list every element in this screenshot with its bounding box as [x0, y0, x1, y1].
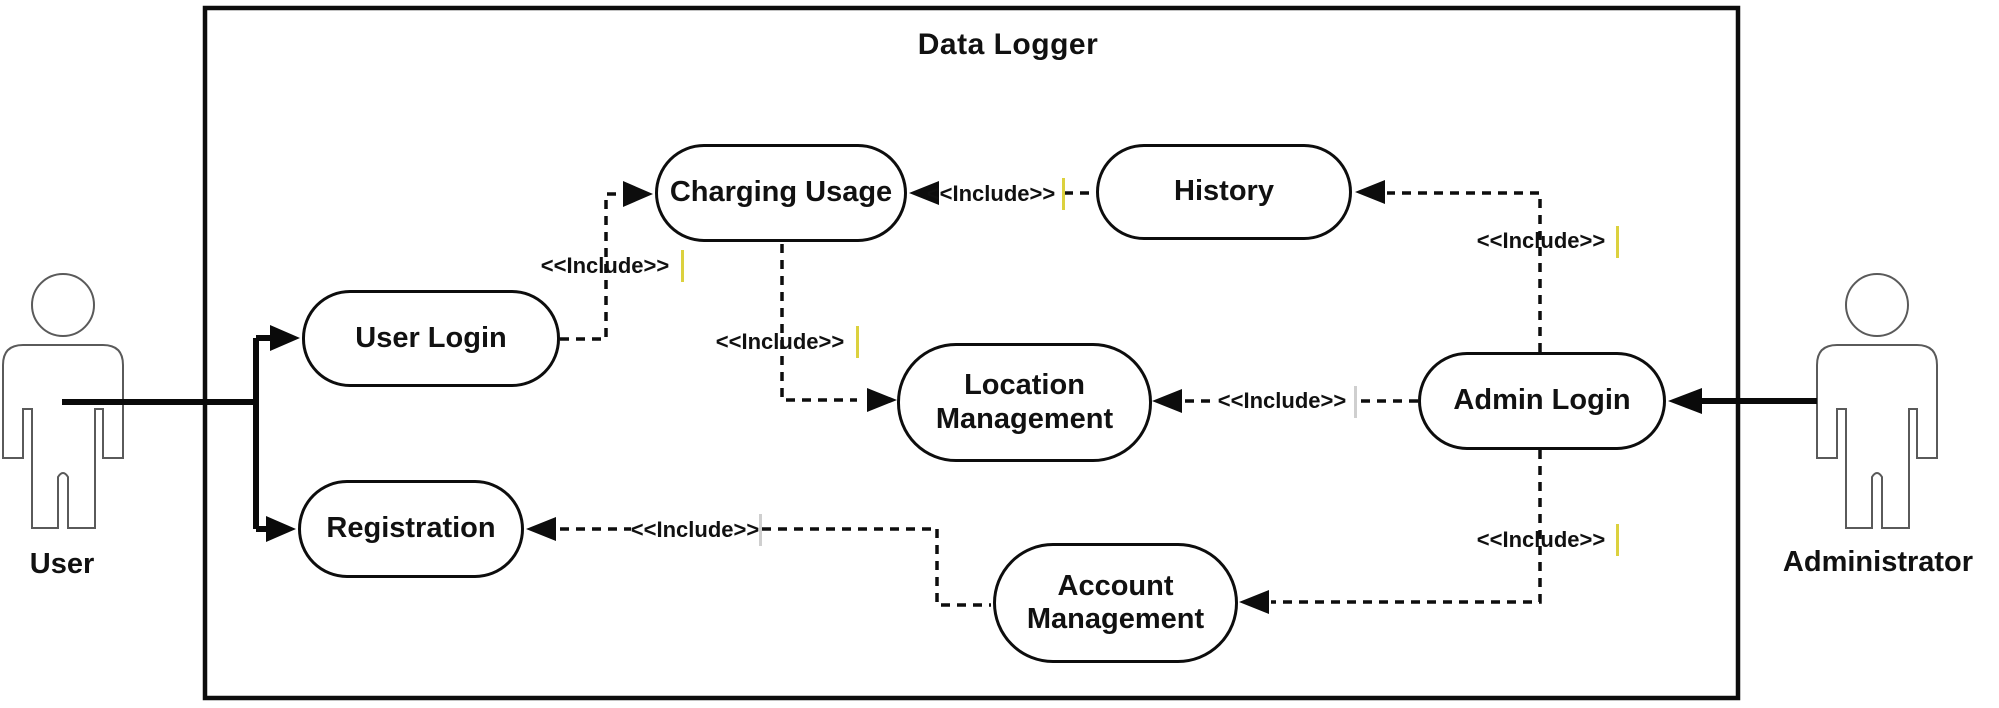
arrowhead-into-registration: [526, 517, 556, 541]
system-boundary: [202, 5, 1741, 701]
include-label-account-management-registration: <<Include>>: [630, 517, 760, 542]
arrowhead-into-location-management-left: [867, 388, 897, 412]
arrowhead-into-charging-usage-right: [909, 181, 939, 205]
association-arrowheads: [266, 325, 1702, 542]
usecase-registration: Registration: [298, 480, 524, 578]
include-path-account-management-registration: [560, 527, 991, 607]
user-actor-figure: [2, 273, 124, 529]
include-label-admin-login-history: <<Include>>: [1476, 228, 1606, 253]
administrator-actor-label: Administrator: [1782, 546, 1974, 578]
include-arrowheads: [526, 180, 1385, 614]
caret-mark: [681, 250, 684, 282]
user-actor-label: User: [29, 548, 95, 580]
arrowhead-into-account-management: [1239, 590, 1269, 614]
include-label-user-login-charging-usage: <<Include>>: [540, 253, 670, 278]
association-user: [62, 335, 270, 532]
include-path-charging-usage-location-management: [780, 244, 857, 402]
usecase-history: History: [1096, 144, 1352, 240]
include-label-admin-login-account-management: <<Include>>: [1476, 527, 1606, 552]
arrowhead-into-user-login: [270, 325, 300, 351]
usecase-location-management: Location Management: [897, 343, 1152, 462]
association-lines: [62, 335, 1817, 532]
include-path-admin-login-account-management: [1271, 450, 1542, 604]
include-label-charging-usage-location-management: <<Include>>: [715, 329, 845, 354]
include-path-admin-login-history: [1387, 191, 1542, 352]
system-title: Data Logger: [917, 28, 1099, 61]
arrowhead-into-location-management-right: [1152, 389, 1182, 413]
caret-mark: [1354, 386, 1357, 418]
caret-mark: [856, 326, 859, 358]
arrowhead-into-history: [1355, 180, 1385, 204]
usecase-user-login: User Login: [302, 290, 560, 387]
user-actor-body: [2, 344, 124, 529]
usecase-charging-usage: Charging Usage: [655, 144, 907, 242]
include-path-user-login-charging-usage: [560, 192, 622, 341]
administrator-actor-body: [1816, 344, 1938, 529]
caret-mark: [1062, 178, 1065, 210]
caret-mark: [759, 514, 762, 546]
include-label-history-charging-usage: <<Include>>: [926, 181, 1056, 206]
arrowhead-into-admin-login: [1668, 388, 1702, 414]
administrator-actor-figure: [1816, 273, 1938, 529]
include-label-admin-login-location-management: <<Include>>: [1217, 388, 1347, 413]
include-paths: [560, 191, 1542, 607]
user-actor-head: [31, 273, 95, 337]
usecase-admin-login: Admin Login: [1418, 352, 1666, 450]
arrowhead-into-charging-usage-left: [623, 181, 653, 207]
usecase-account-management: Account Management: [993, 543, 1238, 663]
administrator-actor-head: [1845, 273, 1909, 337]
arrowhead-into-registration-assoc: [266, 516, 296, 542]
caret-mark: [1616, 226, 1619, 258]
caret-mark: [1616, 524, 1619, 556]
